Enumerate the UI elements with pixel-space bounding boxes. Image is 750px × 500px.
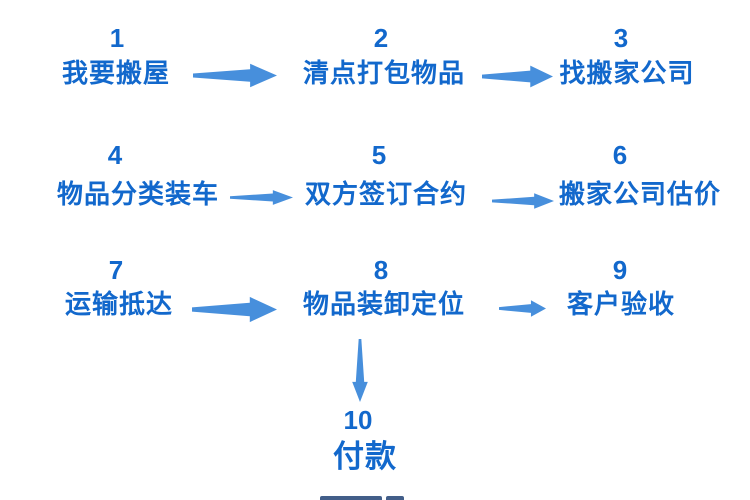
cutoff-bottom-fragment xyxy=(320,496,382,500)
step-5-label: 双方签订合约 xyxy=(304,179,468,209)
step-10-number: 10 xyxy=(343,405,373,435)
step-2-number: 2 xyxy=(373,23,389,53)
step-3-number: 3 xyxy=(613,23,629,53)
step-5-number: 5 xyxy=(371,140,387,170)
cutoff-bottom-fragment xyxy=(386,496,404,500)
arrow-down-icon xyxy=(351,339,369,402)
step-8-label: 物品装卸定位 xyxy=(302,289,466,319)
step-10-label: 付款 xyxy=(333,439,397,474)
step-4-label: 物品分类装车 xyxy=(56,179,220,209)
arrow-right-icon xyxy=(492,192,554,210)
step-6-number: 6 xyxy=(612,140,628,170)
arrow-right-icon xyxy=(193,62,277,89)
step-3-label: 找搬家公司 xyxy=(559,58,695,88)
step-8-number: 8 xyxy=(373,255,389,285)
step-9-number: 9 xyxy=(612,255,628,285)
step-9-label: 客户验收 xyxy=(566,289,676,319)
step-1-label: 我要搬屋 xyxy=(61,58,171,88)
step-7-label: 运输抵达 xyxy=(64,289,174,319)
arrow-right-icon xyxy=(192,295,277,324)
arrow-right-icon xyxy=(499,299,546,318)
step-2-label: 清点打包物品 xyxy=(302,58,466,88)
step-1-number: 1 xyxy=(109,23,125,53)
step-6-label: 搬家公司估价 xyxy=(558,179,722,209)
arrow-right-icon xyxy=(482,64,553,89)
step-7-number: 7 xyxy=(108,255,124,285)
step-4-number: 4 xyxy=(107,140,123,170)
arrow-right-icon xyxy=(230,189,293,206)
